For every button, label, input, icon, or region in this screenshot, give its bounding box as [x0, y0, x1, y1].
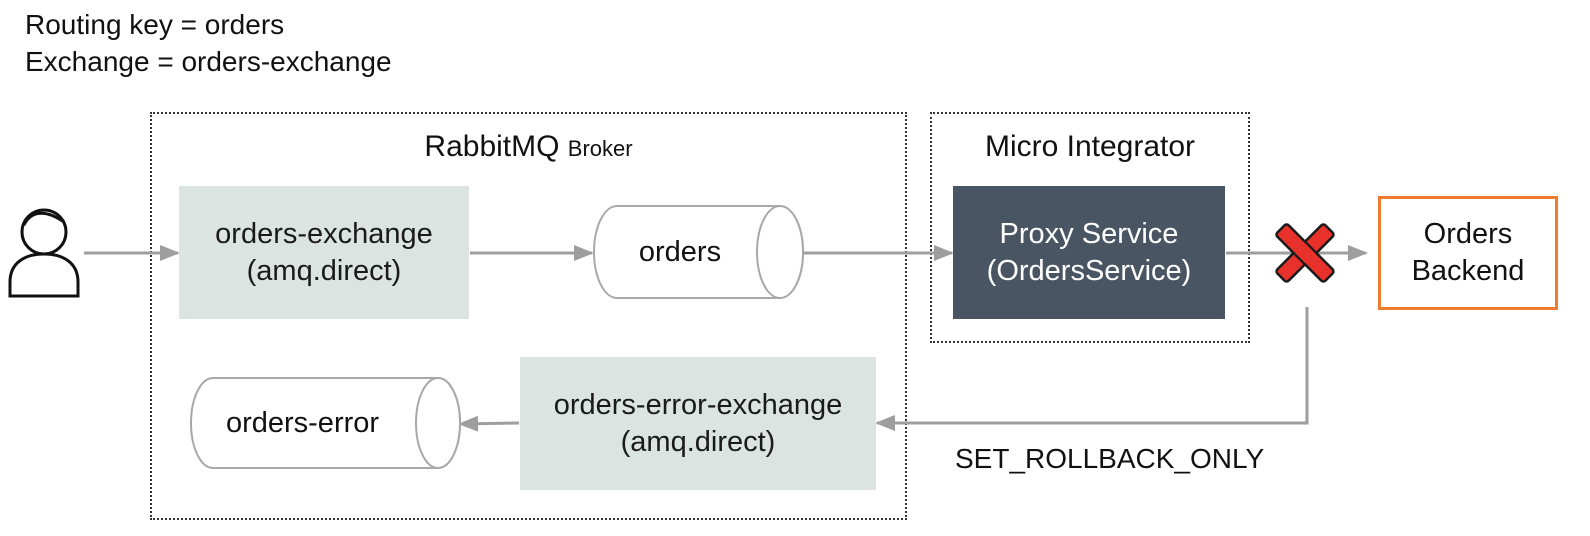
proxy-service-name: Proxy Service [999, 217, 1179, 250]
orders-error-exchange-name: orders-error-exchange [553, 388, 843, 421]
orders-error-queue-shape [190, 377, 461, 469]
orders-backend-line2: Backend [1411, 255, 1525, 287]
micro-integrator-boundary [930, 112, 1250, 343]
orders-queue-shape [593, 205, 804, 299]
rabbitmq-broker-boundary [150, 112, 907, 520]
set-rollback-only-label: SET_ROLLBACK_ONLY [955, 443, 1265, 474]
orders-exchange-type: (amq.direct) [246, 254, 402, 287]
user-icon [8, 208, 80, 298]
arrow-error-exchange-to-error-queue [458, 415, 520, 432]
exchange-label: Exchange = orders-exchange [25, 46, 392, 77]
orders-exchange-box: orders-exchange (amq.direct) [179, 186, 469, 319]
orders-backend-line1: Orders [1423, 218, 1513, 250]
orders-error-queue-label: orders-error [225, 407, 380, 439]
micro-integrator-title: Micro Integrator [984, 130, 1196, 163]
proxy-service-id: (OrdersService) [986, 254, 1192, 287]
arrow-rollback-to-error-exchange [875, 307, 1309, 431]
orders-error-exchange-box: orders-error-exchange (amq.direct) [520, 357, 876, 490]
orders-queue-label: orders [638, 236, 722, 268]
orders-backend-box: Orders Backend [1378, 196, 1558, 310]
broker-title-text: RabbitMQ [424, 130, 560, 163]
proxy-service-box: Proxy Service (OrdersService) [953, 186, 1225, 319]
orders-exchange-name: orders-exchange [215, 217, 433, 250]
x-mark-icon [1275, 223, 1335, 283]
broker-title-suffix: Broker [567, 136, 633, 161]
orders-error-exchange-type: (amq.direct) [620, 425, 776, 458]
routing-key-label: Routing key = orders [25, 9, 285, 40]
rabbitmq-broker-title: RabbitMQ Broker [150, 130, 907, 164]
